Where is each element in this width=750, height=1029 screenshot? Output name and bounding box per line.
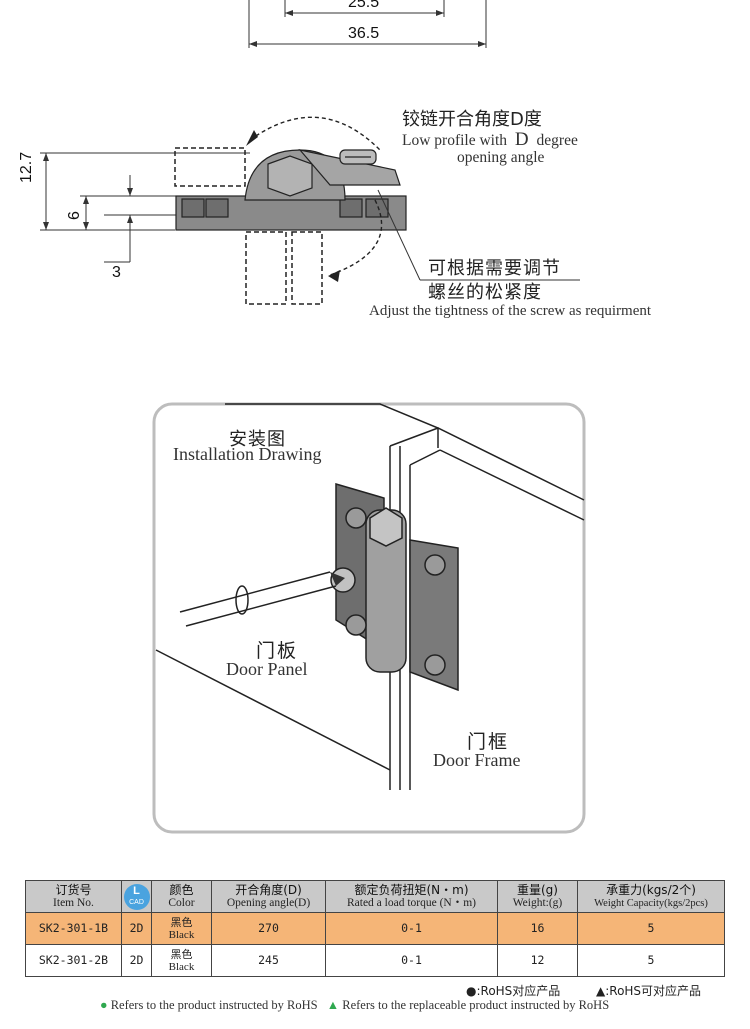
cell-d: 2D [121, 944, 152, 977]
install-title-cn: 安装图 [229, 429, 286, 450]
table-row[interactable]: SK2-301-1B 2D 黑色 Black 270 0-1 16 5 [25, 912, 725, 945]
color-cn: 黑色 [170, 947, 193, 961]
angle-note-en-line2: opening angle [457, 149, 545, 166]
cell-item-no: SK2-301-1B [25, 912, 122, 945]
legend-en-triangle: Refers to the replaceable product instru… [342, 998, 610, 1012]
angle-note-cn: 铰链开合角度D度 [402, 109, 542, 130]
legend-en: ● Refers to the product instructed by Ro… [100, 998, 609, 1013]
cell-weight: 12 [497, 944, 578, 977]
cad-icon-bottom: CAD [129, 898, 144, 906]
cell-d: 2D [121, 912, 152, 945]
legend-cn-circle: ●:RoHS对应产品 [466, 982, 560, 999]
header-cn: 颜色 [169, 882, 194, 897]
header-cad: L CAD [121, 880, 152, 913]
color-en: Black [168, 928, 195, 941]
angle-note-en-degree: degree [536, 132, 578, 149]
header-en: Rated a load torque (N・m) [346, 896, 476, 909]
cell-color: 黑色 Black [151, 944, 212, 977]
header-torque: 额定负荷扭矩(N・m) Rated a load torque (N・m) [325, 880, 498, 913]
header-capacity: 承重力(kgs/2个) Weight Capacity(kgs/2pcs) [577, 880, 725, 913]
header-en: Item No. [53, 896, 94, 909]
legend-cn-circle-text: ●:RoHS对应产品 [466, 984, 561, 998]
header-item-no: 订货号 Item No. [25, 880, 122, 913]
green-triangle-icon: ▲ [326, 998, 340, 1012]
cell-item-no: SK2-301-2B [25, 944, 122, 977]
header-cn: 额定负荷扭矩(N・m) [354, 882, 469, 897]
spec-table: 订货号 Item No. L CAD 颜色 Color 开合角度(D) Open… [25, 880, 725, 977]
door-frame-en: Door Frame [433, 750, 521, 770]
door-panel-cn: 门板 [256, 640, 299, 662]
header-weight: 重量(g) Weight:(g) [497, 880, 578, 913]
door-frame-cn: 门框 [467, 731, 510, 753]
angle-note-en-prefix: Low profile with [402, 132, 508, 149]
cell-capacity: 5 [577, 944, 725, 977]
cell-color: 黑色 Black [151, 912, 212, 945]
color-en: Black [168, 960, 195, 973]
cad-icon[interactable]: L CAD [123, 883, 150, 910]
legend-en-circle: Refers to the product instructed by RoHS [110, 998, 318, 1012]
green-circle-icon: ● [100, 998, 108, 1012]
header-en: Weight:(g) [512, 896, 563, 909]
install-title-en: Installation Drawing [173, 444, 322, 464]
table-header-row: 订货号 Item No. L CAD 颜色 Color 开合角度(D) Open… [25, 880, 725, 913]
cell-torque: 0-1 [325, 912, 498, 945]
cell-angle: 245 [211, 944, 326, 977]
dimension-inner-width: 25.5 [348, 0, 380, 11]
angle-note-en: Low profile with D degree [402, 129, 578, 151]
dimension-total-height: 12.7 [18, 151, 35, 183]
cell-angle: 270 [211, 912, 326, 945]
header-cn: 承重力(kgs/2个) [606, 882, 696, 897]
door-panel-en: Door Panel [226, 659, 308, 679]
screw-note-en: Adjust the tightness of the screw as req… [369, 303, 652, 319]
header-en: Weight Capacity(kgs/2pcs) [594, 897, 708, 909]
header-opening-angle: 开合角度(D) Opening angle(D) [211, 880, 326, 913]
header-en: Opening angle(D) [226, 896, 311, 909]
screw-note-cn-line2: 螺丝的松紧度 [428, 282, 542, 303]
angle-note-en-d: D [514, 129, 529, 150]
header-en: Color [168, 896, 195, 909]
table-row[interactable]: SK2-301-2B 2D 黑色 Black 245 0-1 12 5 [25, 944, 725, 977]
legend-cn-triangle-text: ▲:RoHS可对应产品 [596, 984, 702, 998]
dimension-outer-width: 36.5 [348, 25, 380, 42]
cad-icon-top: L [133, 884, 140, 897]
cell-weight: 16 [497, 912, 578, 945]
screw-note-cn-line1: 可根据需要调节 [428, 258, 561, 279]
cell-torque: 0-1 [325, 944, 498, 977]
header-cn: 重量(g) [517, 882, 558, 897]
header-color: 颜色 Color [151, 880, 212, 913]
color-cn: 黑色 [170, 915, 193, 929]
dimension-mid-height: 6 [66, 211, 83, 220]
dimension-offset: 3 [112, 264, 121, 281]
header-cn: 订货号 [55, 882, 92, 897]
legend-cn-triangle: ▲:RoHS可对应产品 [596, 982, 701, 999]
header-cn: 开合角度(D) [235, 882, 302, 897]
cell-capacity: 5 [577, 912, 725, 945]
